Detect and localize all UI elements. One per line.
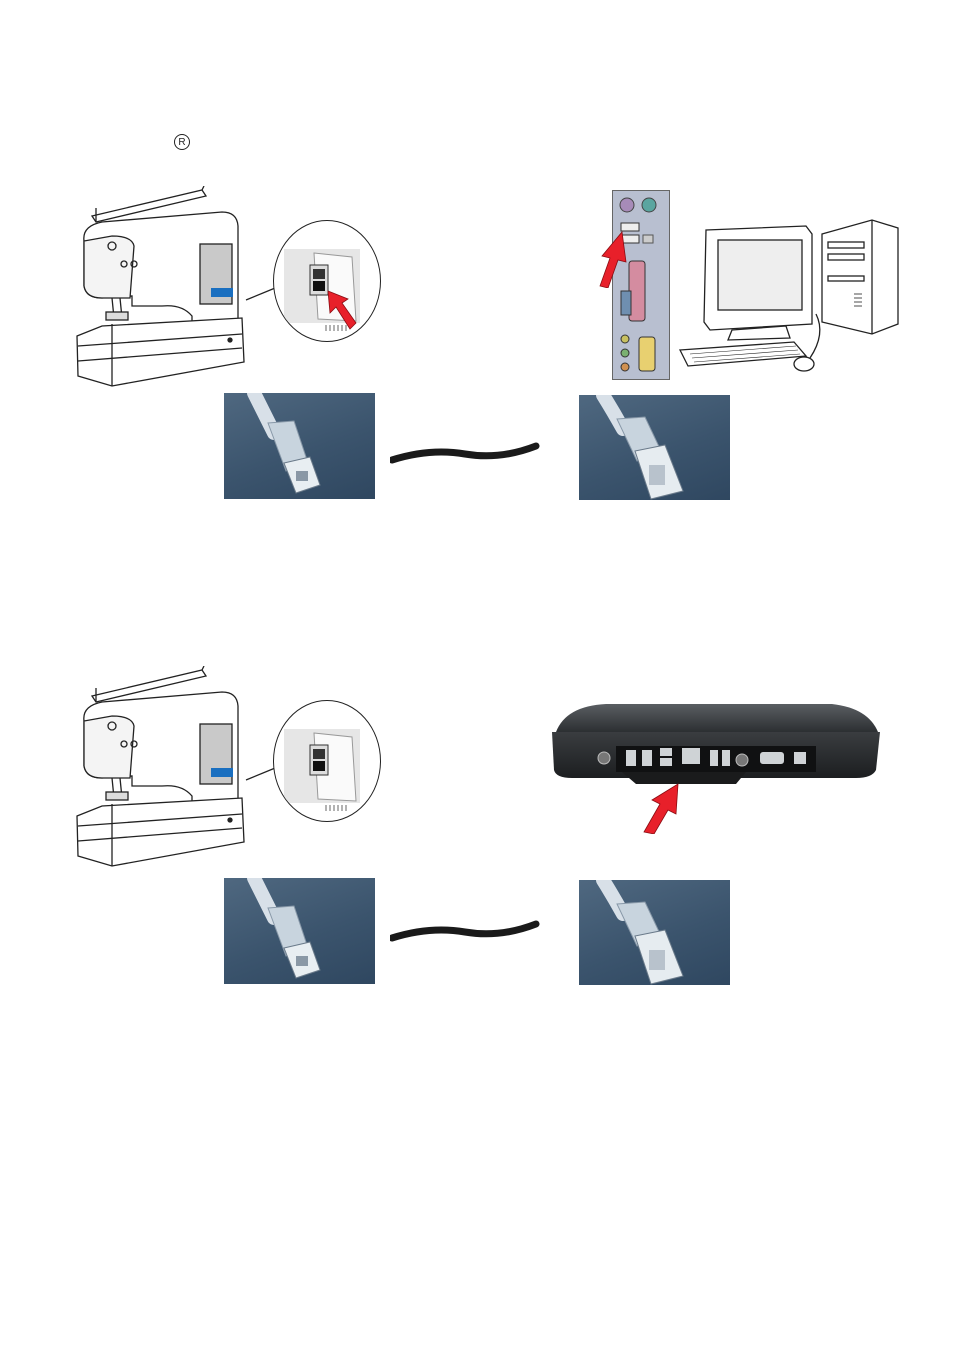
section-pc: [0, 180, 954, 510]
usb-b-connector-photo: [224, 393, 375, 499]
registered-mark: R: [174, 134, 190, 150]
sewing-machine-illustration: [72, 666, 257, 871]
section-mac: [0, 656, 954, 996]
usb-port-zoom-circle: [273, 700, 381, 822]
sewing-machine-illustration: [72, 186, 257, 391]
desktop-computer-illustration: [676, 214, 900, 374]
usb-cable-icon: [390, 438, 540, 468]
usb-b-connector-photo: [224, 878, 375, 984]
usb-a-connector-photo: [579, 880, 730, 985]
usb-arrow-icon: [638, 782, 684, 834]
usb-port-zoom-circle: [273, 220, 381, 342]
usb-a-connector-photo: [579, 395, 730, 500]
usb-cable-icon: [390, 916, 540, 946]
usb-arrow-icon: [592, 228, 632, 288]
laptop-computer-illustration: [546, 698, 882, 790]
